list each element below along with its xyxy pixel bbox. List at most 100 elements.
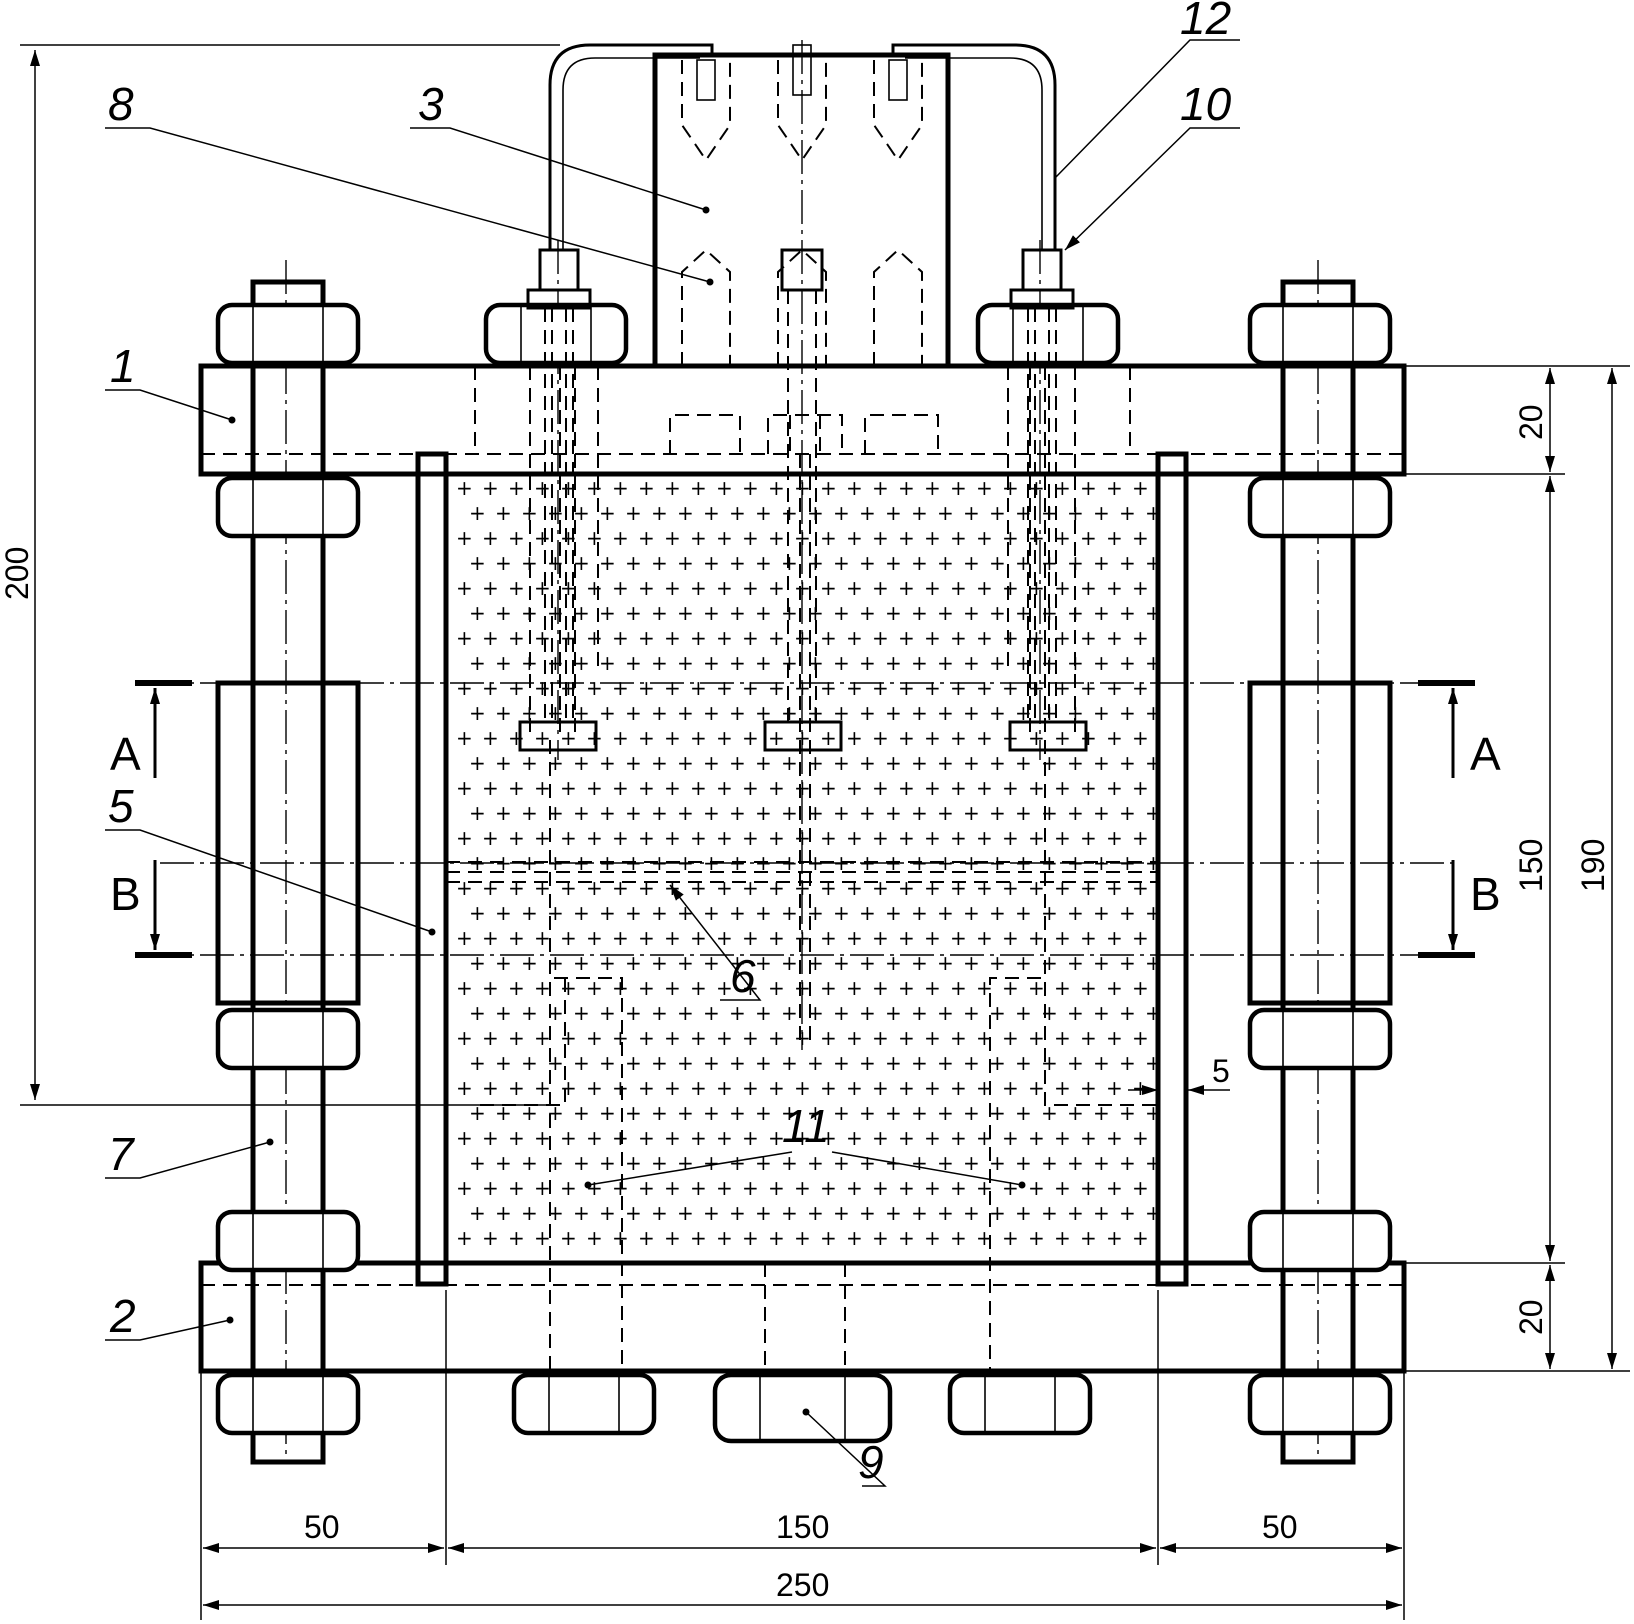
fill-symbol: + xyxy=(677,501,694,525)
fill-symbol: + xyxy=(729,601,746,625)
fill-symbol: + xyxy=(755,1151,772,1175)
fill-symbol: + xyxy=(742,1026,759,1050)
fill-symbol: + xyxy=(690,926,707,950)
fill-symbol: + xyxy=(1028,826,1045,850)
fill-symbol: + xyxy=(573,601,590,625)
fill-symbol: + xyxy=(638,826,655,850)
fill-symbol: + xyxy=(781,1201,798,1225)
leader-lines xyxy=(105,39,1240,1487)
fill-symbol: + xyxy=(820,976,837,1000)
fill-symbol: + xyxy=(1132,676,1149,700)
fill-symbol: + xyxy=(1119,501,1136,525)
fill-symbol: + xyxy=(482,926,499,950)
fill-symbol: + xyxy=(716,1226,733,1250)
fill-symbol: + xyxy=(1132,1026,1149,1050)
fill-symbol: + xyxy=(703,901,720,925)
fill-symbol: + xyxy=(1015,951,1032,975)
fill-symbol: + xyxy=(664,1126,681,1150)
fill-symbol: + xyxy=(716,876,733,900)
callout-11: 11 xyxy=(782,1100,830,1152)
fill-symbol: + xyxy=(1132,726,1149,750)
fill-symbol: + xyxy=(963,701,980,725)
fill-symbol: + xyxy=(612,926,629,950)
fill-symbol: + xyxy=(1080,676,1097,700)
fill-symbol: + xyxy=(547,1001,564,1025)
fill-symbol: + xyxy=(625,701,642,725)
fill-symbol: + xyxy=(937,851,954,875)
dim-left-width: 50 xyxy=(304,1509,340,1545)
fill-symbol: + xyxy=(521,551,538,575)
fill-symbol: + xyxy=(586,576,603,600)
fill-symbol: + xyxy=(599,1001,616,1025)
fill-symbol: + xyxy=(820,1176,837,1200)
fill-symbol: + xyxy=(755,701,772,725)
fill-symbol: + xyxy=(1119,1201,1136,1225)
fill-symbol: + xyxy=(1093,651,1110,675)
section-label-a-left: A xyxy=(110,728,141,780)
fill-symbol: + xyxy=(846,1076,863,1100)
fill-symbol: + xyxy=(976,776,993,800)
fill-symbol: + xyxy=(1093,601,1110,625)
fill-symbol: + xyxy=(1002,1126,1019,1150)
fill-symbol: + xyxy=(1028,776,1045,800)
fill-symbol: + xyxy=(586,1226,603,1250)
fill-symbol: + xyxy=(573,1201,590,1225)
fill-symbol: + xyxy=(495,651,512,675)
fill-symbol: + xyxy=(924,976,941,1000)
fill-symbol: + xyxy=(508,1176,525,1200)
fill-symbol: + xyxy=(885,1051,902,1075)
fill-symbol: + xyxy=(469,1051,486,1075)
fill-symbol: + xyxy=(521,1051,538,1075)
fill-symbol: + xyxy=(573,901,590,925)
fill-symbol: + xyxy=(573,1151,590,1175)
fill-symbol: + xyxy=(1080,1026,1097,1050)
fill-symbol: + xyxy=(573,951,590,975)
fill-symbol: + xyxy=(625,1201,642,1225)
callout-12: 12 xyxy=(1180,0,1231,44)
fill-symbol: + xyxy=(703,701,720,725)
fill-symbol: + xyxy=(1002,1176,1019,1200)
fill-symbol: + xyxy=(755,751,772,775)
fill-symbol: + xyxy=(989,1151,1006,1175)
fill-symbol: + xyxy=(612,776,629,800)
fill-symbol: + xyxy=(521,901,538,925)
fill-symbol: + xyxy=(1054,926,1071,950)
fill-symbol: + xyxy=(1132,876,1149,900)
fill-symbol: + xyxy=(482,976,499,1000)
fill-symbol: + xyxy=(742,1226,759,1250)
fill-symbol: + xyxy=(768,576,785,600)
fill-symbol: + xyxy=(638,1026,655,1050)
fill-symbol: + xyxy=(1054,526,1071,550)
fill-symbol: + xyxy=(612,976,629,1000)
fill-symbol: + xyxy=(560,1076,577,1100)
fill-symbol: + xyxy=(534,1076,551,1100)
fill-symbol: + xyxy=(807,901,824,925)
fill-symbol: + xyxy=(950,826,967,850)
fill-symbol: + xyxy=(794,1176,811,1200)
fill-symbol: + xyxy=(560,976,577,1000)
fill-symbol: + xyxy=(547,1051,564,1075)
fill-symbol: + xyxy=(612,826,629,850)
callout-2: 2 xyxy=(109,1290,136,1342)
fill-symbol: + xyxy=(1015,1201,1032,1225)
fill-symbol: + xyxy=(1132,776,1149,800)
fill-symbol: + xyxy=(638,1176,655,1200)
fill-symbol: + xyxy=(963,551,980,575)
fill-symbol: + xyxy=(703,501,720,525)
fill-symbol: + xyxy=(1093,951,1110,975)
fill-symbol: + xyxy=(599,1151,616,1175)
fill-symbol: + xyxy=(794,726,811,750)
fill-symbol: + xyxy=(898,476,915,500)
fill-symbol: + xyxy=(469,1151,486,1175)
fill-symbol: + xyxy=(911,751,928,775)
fill-symbol: + xyxy=(1132,526,1149,550)
fill-symbol: + xyxy=(937,601,954,625)
fill-symbol: + xyxy=(599,951,616,975)
fill-symbol: + xyxy=(1041,1201,1058,1225)
fill-symbol: + xyxy=(1080,776,1097,800)
fill-symbol: + xyxy=(1067,501,1084,525)
fill-symbol: + xyxy=(599,1101,616,1125)
fill-symbol: + xyxy=(586,826,603,850)
fill-symbol: + xyxy=(911,601,928,625)
fill-symbol: + xyxy=(976,1226,993,1250)
